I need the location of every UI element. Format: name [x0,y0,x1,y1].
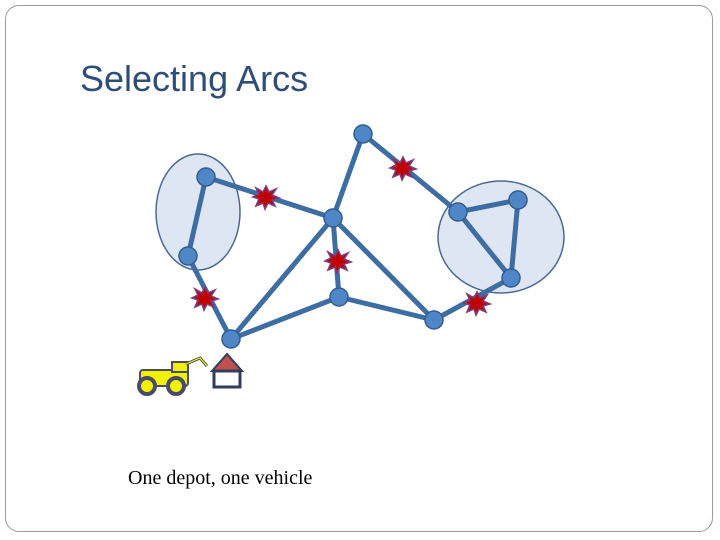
edge-top-to-center [330,131,366,221]
node-middle [329,287,349,307]
edge-right-left-to-right-right [455,197,521,215]
node-top [353,124,373,144]
node-left-top [196,167,216,187]
tow-truck-icon [137,356,209,396]
right-cluster [437,180,565,294]
required-arc-marker-icon [389,156,417,181]
edge-middle-to-depot [228,294,342,342]
required-arc-marker-icon [463,291,491,316]
edge-center-to-bottom-right [330,215,437,323]
required-arc-marker-icon [191,286,219,311]
node-right-bottom [501,268,521,288]
slide-caption: One depot, one vehicle [128,467,313,489]
edge-middle-to-bottom-right [336,294,437,323]
node-left-bottom [178,246,198,266]
node-bottom-right [424,310,444,330]
slide-title: Selecting Arcs [80,58,309,99]
node-right-left [448,202,468,222]
required-arc-marker-icon [252,185,280,210]
node-right-right [508,190,528,210]
depot-house-icon [209,352,245,389]
required-arc-marker-icon [324,249,352,274]
edge-left-top-to-left-bottom [185,174,209,259]
node-center [323,208,343,228]
edge-right-right-to-right-bottom [508,197,521,281]
edge-right-left-to-right-bottom [455,209,514,281]
edge-center-to-depot [228,215,336,342]
slide-frame [5,5,713,532]
node-depot [221,329,241,349]
